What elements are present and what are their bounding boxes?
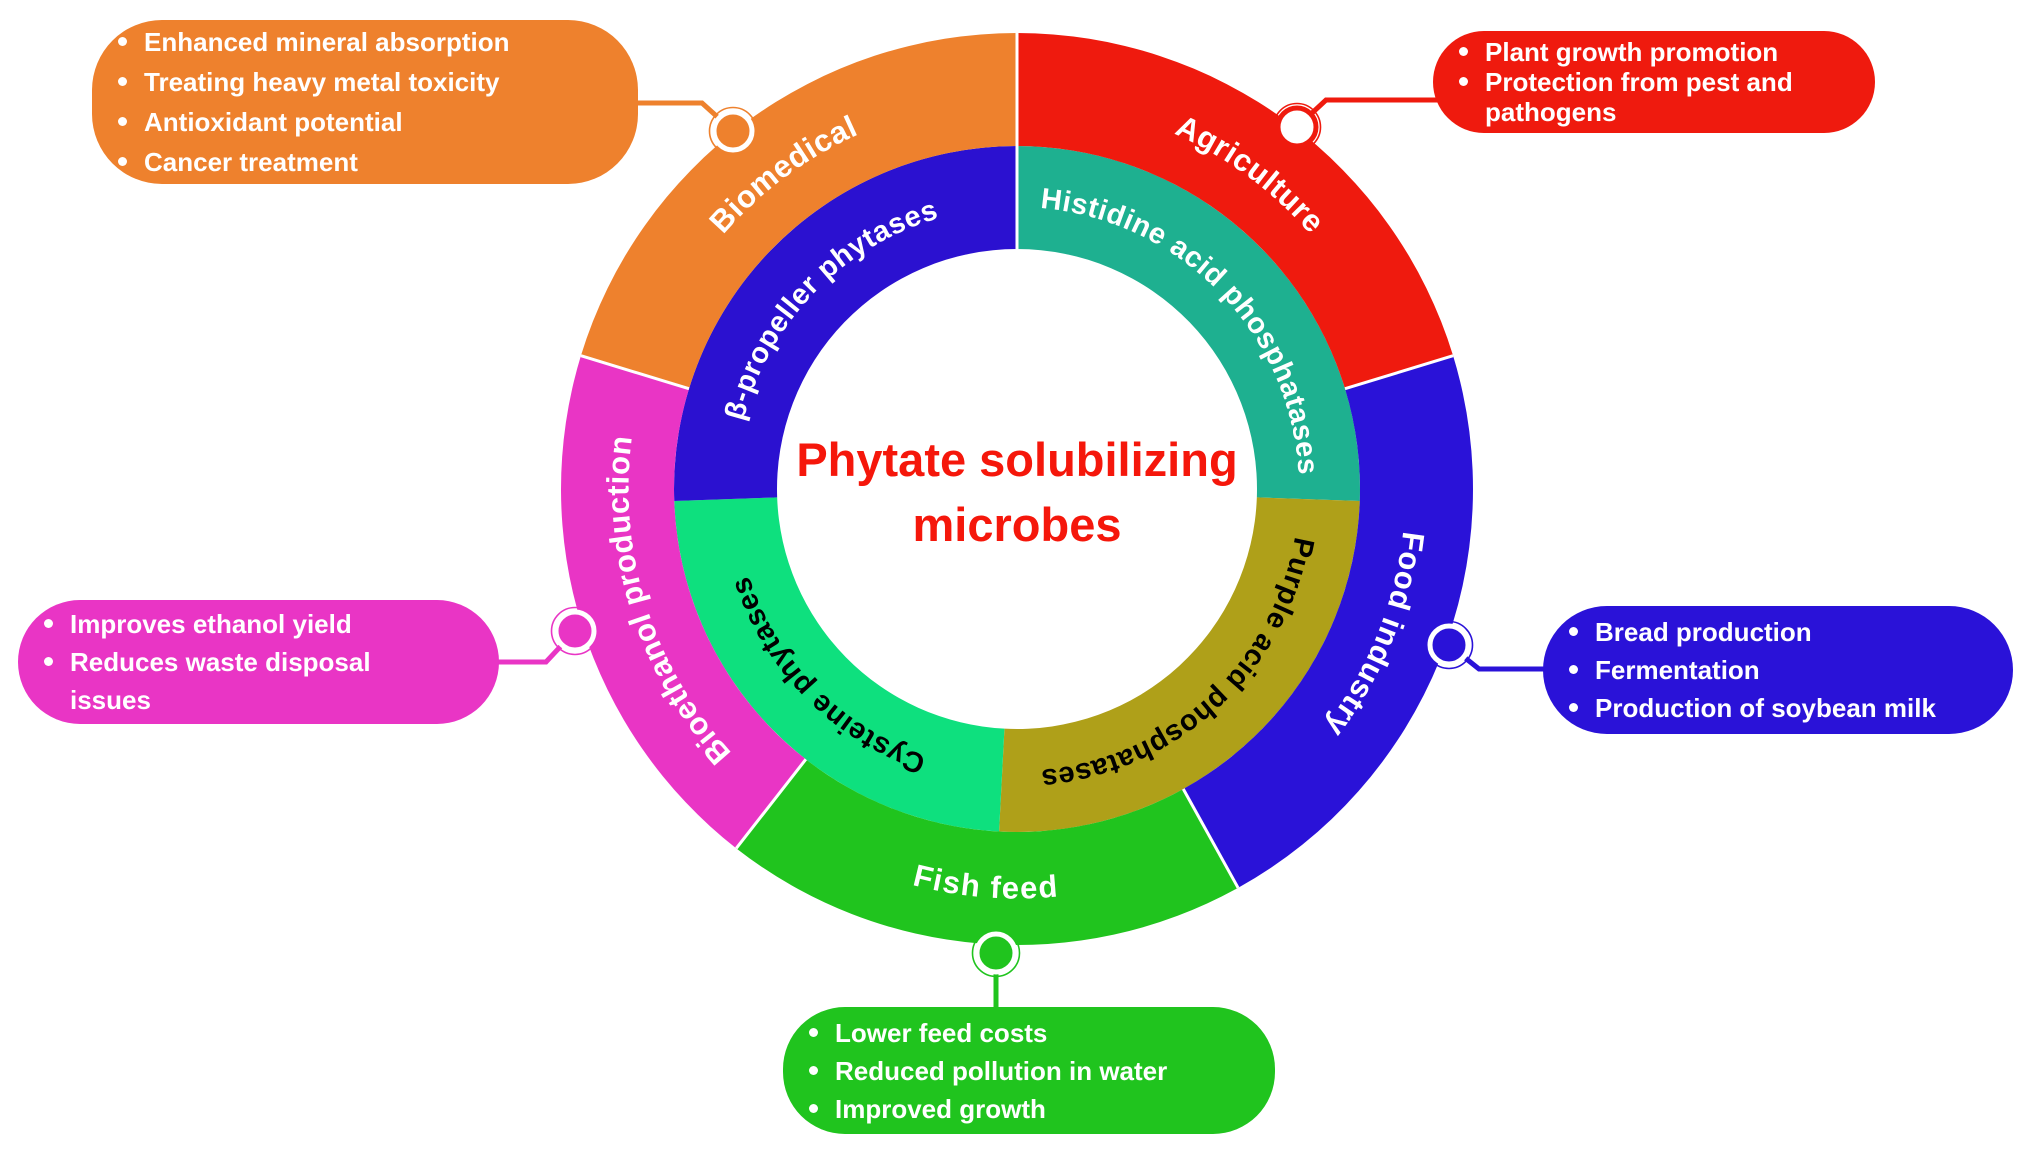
segment-divider [580,354,690,391]
bullet-text: Production of soybean milk [1595,693,1936,723]
bullet-dot [44,619,53,628]
bullet-text: Improved growth [835,1093,1046,1124]
segment-divider [1344,354,1454,391]
callout-bioethanol: Improves ethanol yield Reduces waste dis… [18,600,499,724]
bullet-text: Plant growth promotion [1485,37,1779,67]
bullet-text: Protection from pest and pathogens [1485,67,1793,127]
bullet-dot [118,77,127,86]
bullet-dot [1569,627,1578,636]
biomedical-connector-dot [711,109,755,153]
biomedical-connector-halo [708,106,758,156]
callout-fish-feed: Lower feed costs Reduced pollution in wa… [783,1007,1275,1134]
bullet-item: Cancer treatment [118,142,592,182]
fish-feed-connector-dot [974,931,1018,975]
bullet-dot [118,37,127,46]
bullet-text: Enhanced mineral absorption [144,27,510,57]
callout-food-industry: Bread production Fermentation Production… [1543,606,2013,734]
bullet-text: Bread production [1595,617,1812,647]
bullet-item: Enhanced mineral absorption [118,22,592,62]
page-title-line2: microbes [912,498,1122,551]
bullet-item: Treating heavy metal toxicity [118,62,592,102]
page-title-line1: Phytate solubilizing [796,433,1238,486]
bullet-dot [44,657,53,666]
bullet-item: Antioxidant potential [118,102,592,142]
inner-ring-segment-2 [674,497,1005,832]
food-industry-connector-halo [1424,620,1474,670]
bullet-dot [118,157,127,166]
bullet-text: Lower feed costs [835,1017,1048,1048]
bullet-item: Fermentation [1569,651,1967,689]
bullet-item: Improves ethanol yield [44,605,453,643]
bullet-dot [809,1065,818,1075]
bullet-item: Lower feed costs [809,1014,1229,1052]
page-title: Phytate solubilizing microbes [796,427,1237,557]
bullet-item: Plant growth promotion [1459,37,1829,67]
bullet-text: Fermentation [1595,655,1760,685]
fish-feed-connector-halo [971,928,1021,978]
bullet-dot [118,117,127,126]
bullet-dot [809,1103,818,1113]
food-industry-connector-dot [1427,623,1471,667]
outer-ring-segment-2 [736,759,1239,945]
bullet-text: Cancer treatment [144,147,358,177]
agriculture-connector-halo [1272,102,1322,152]
outer-ring-segment-4 [580,33,1017,389]
bioethanol-connector-dot [553,609,597,653]
inner-ring-segment-1 [999,497,1360,832]
bioethanol-connector-halo [550,606,600,656]
bullet-text: Reduced pollution in water [835,1055,1168,1086]
segment-divider [735,758,808,850]
outer-ring-segment-0 [1017,33,1454,389]
bullet-item: Production of soybean milk [1569,689,1967,727]
bullet-text: Reduces waste disposal issues [70,647,371,715]
bullet-item: Reduced pollution in water [809,1052,1229,1090]
bullet-text: Antioxidant potential [144,107,403,137]
bullet-item: Improved growth [809,1090,1229,1128]
callout-agriculture: Plant growth promotion Protection from p… [1433,31,1875,133]
inner-ring-segment-0 [1017,146,1360,501]
bullet-dot [1569,703,1578,712]
inner-ring-segment-3 [674,146,1017,501]
outer-ring-segment-3 [561,355,806,849]
outer-ring-segment-1 [1183,355,1473,888]
callout-biomedical: Enhanced mineral absorption Treating hea… [92,20,638,184]
bullet-dot [1459,77,1468,86]
bullet-item: Reduces waste disposal issues [44,643,453,719]
agriculture-connector-dot [1275,105,1319,149]
bullet-dot [1569,665,1578,674]
segment-divider [1181,788,1240,889]
bullet-dot [1459,47,1468,56]
bullet-text: Improves ethanol yield [70,609,352,639]
bullet-dot [809,1027,818,1037]
bullet-item: Bread production [1569,613,1967,651]
bullet-item: Protection from pest and pathogens [1459,67,1829,127]
bullet-text: Treating heavy metal toxicity [144,67,500,97]
